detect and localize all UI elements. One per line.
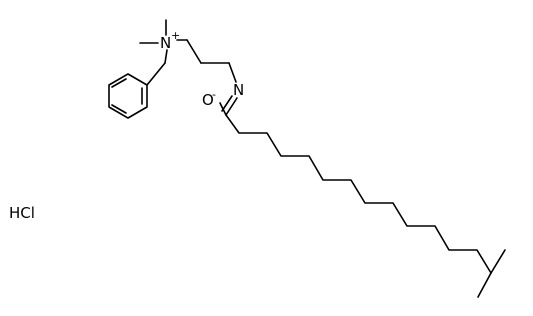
atom-charge-oxygen: - (212, 88, 216, 101)
benzene-double-bond-2 (111, 104, 127, 114)
atom-charge-quaternary-nitrogen: + (171, 29, 180, 42)
bond-benzyl-ch2-to-n (164, 49, 168, 64)
atom-label-oxygen: O (202, 91, 214, 109)
bond-c-to-oxygen (219, 102, 227, 116)
counterion-label: HCl (9, 204, 35, 222)
benzene-double-bond-3 (111, 78, 127, 88)
bond-isopropyl-methyl (477, 272, 492, 298)
fatty-acyl-chain (225, 114, 506, 274)
bond-propyl-c1-c2 (186, 39, 202, 64)
atom-label-quaternary-nitrogen: N (160, 34, 171, 52)
bond-imidate-double-second-line (221, 95, 233, 112)
benzene-ring (108, 73, 148, 119)
bond-imidate-n-to-c (225, 97, 238, 116)
atom-label-imidate-nitrogen: N (233, 81, 244, 99)
bond-ring-to-benzyl-ch2 (146, 62, 166, 86)
bond-propyl-c3-to-imidate-n (228, 62, 237, 83)
